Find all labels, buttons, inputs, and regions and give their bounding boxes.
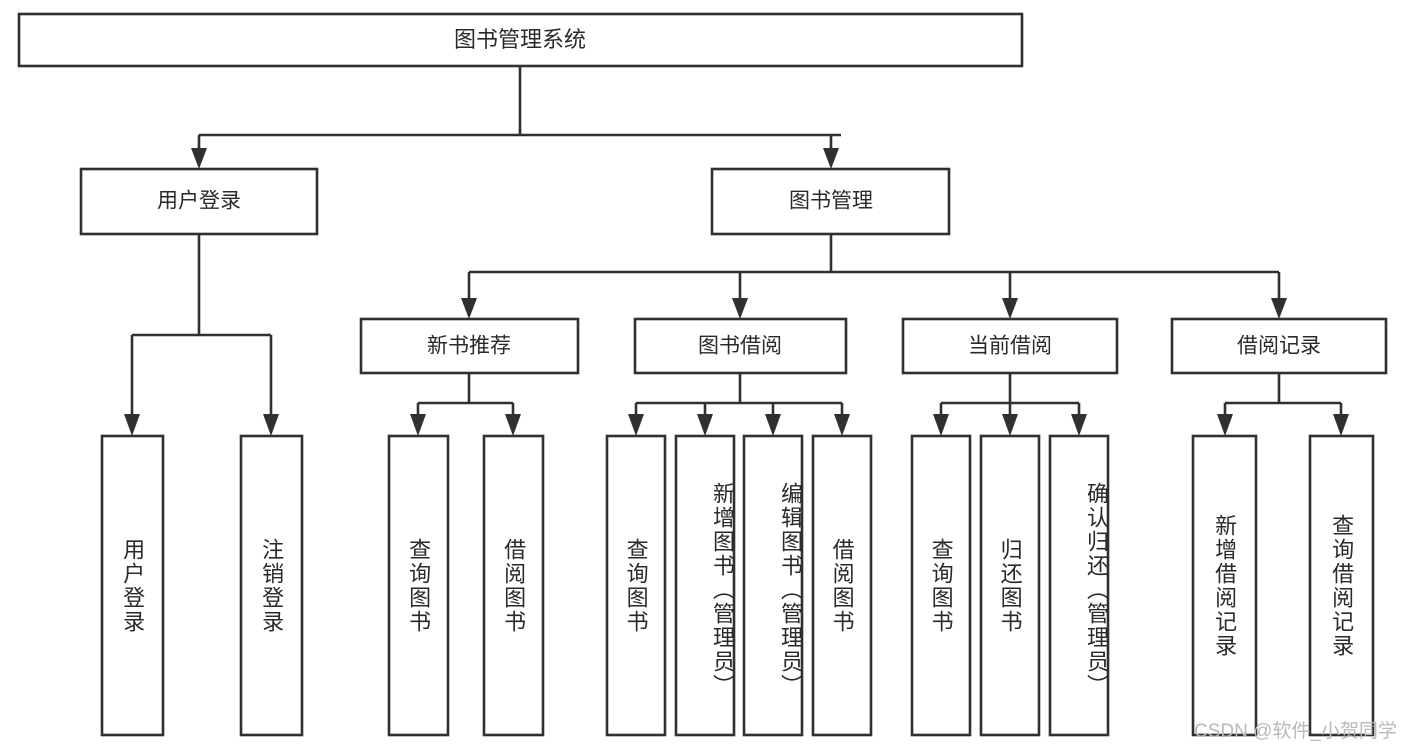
arrow-head-leaf-query-book-3 [933,414,949,436]
leaf-user-login-label: 用户登录 [120,537,146,634]
leaf-query-record-label: 查询借阅记录 [1329,513,1355,658]
leaf-query-book-3-label: 查询图书 [928,537,954,634]
arrow-head-leaf-query-record [1333,414,1349,436]
node-book-manage-box[interactable] [710,167,951,236]
node-borrow-record[interactable]: 借阅记录 [1170,317,1388,375]
node-borrow-record-label: 借阅记录 [1237,335,1321,358]
arrow-head-leaf-query-book-1 [410,414,426,436]
leaf-user-logout-label: 注销登录 [259,537,285,634]
node-user-login-box[interactable] [79,167,319,236]
connector-group-root [191,66,841,169]
leaf-confirm-return-label: 确认归还（管理员） [1084,481,1109,698]
leaf-user-login-box[interactable] [100,434,165,737]
arrow-head-current-borrow [1002,298,1018,319]
leaf-query-book-2-box[interactable] [605,434,667,737]
leaf-query-book-1-label: 查询图书 [406,537,432,634]
leaf-edit-book-label: 编辑图书（管理员） [778,481,803,698]
leaf-user-logout-box[interactable] [239,434,304,737]
leaf-add-book-box[interactable] [674,434,736,737]
node-book-manage-label: 图书管理 [789,190,873,213]
node-current-borrow-box[interactable] [901,317,1119,375]
leaf-query-book-3-box[interactable] [910,434,972,737]
leaf-add-book-label: 新增图书（管理员） [710,481,735,698]
connector-group-user-login [124,234,279,436]
arrow-head-leaf-borrow-book-2 [834,414,850,436]
node-root[interactable]: 图书管理系统 [17,12,1024,68]
leaf-borrow-book-1-label: 借阅图书 [501,537,527,634]
node-borrow-record-box[interactable] [1170,317,1388,375]
leaf-borrow-book-2-label: 借阅图书 [829,537,855,634]
node-book-borrow[interactable]: 图书借阅 [633,317,848,375]
leaf-confirm-return-box[interactable] [1048,434,1110,737]
arrow-head-leaf-return-book [1002,414,1018,436]
node-new-book-recommend-box[interactable] [359,317,580,375]
arrow-head-leaf-user-login [124,414,140,436]
node-root-box[interactable] [17,12,1024,68]
node-new-book-recommend-label: 新书推荐 [427,335,511,358]
leaf-add-record-box[interactable] [1191,434,1258,737]
connector-group-new-book-recommend [410,373,521,436]
leaf-query-record-box[interactable] [1308,434,1375,737]
leaf-boxes-group [100,434,1375,737]
watermark-text: CSDN @软件_小贺同学 [1194,721,1397,742]
node-user-login-label: 用户登录 [157,190,241,213]
arrow-head-user-login [191,148,207,169]
node-root-label: 图书管理系统 [454,27,586,52]
leaf-borrow-book-2-box[interactable] [811,434,873,737]
leaf-return-book-label: 归还图书 [997,537,1023,634]
leaf-query-book-2-label: 查询图书 [623,537,649,634]
node-book-borrow-label: 图书借阅 [698,335,782,358]
arrow-head-book-manage [823,148,839,169]
arrow-head-borrow-record [1271,298,1287,319]
leaf-query-book-1-box[interactable] [387,434,450,737]
arrow-head-leaf-edit-book [765,414,781,436]
node-user-login[interactable]: 用户登录 [79,167,319,236]
node-current-borrow-label: 当前借阅 [968,335,1052,358]
arrow-head-leaf-add-record [1217,414,1233,436]
connector-group-current-borrow [933,373,1087,436]
connector-group-book-manage [461,234,1287,319]
node-new-book-recommend[interactable]: 新书推荐 [359,317,580,375]
leaf-add-record-label: 新增借阅记录 [1212,513,1238,658]
leaf-edit-book-box[interactable] [742,434,804,737]
arrow-head-leaf-query-book-2 [628,414,644,436]
leaf-borrow-book-1-box[interactable] [482,434,545,737]
node-book-manage[interactable]: 图书管理 [710,167,951,236]
connector-group-borrow-record [1217,373,1349,436]
arrow-head-leaf-add-book [697,414,713,436]
node-book-borrow-box[interactable] [633,317,848,375]
arrow-head-new-book-recommend [461,298,477,319]
arrow-head-leaf-user-logout [263,414,279,436]
connector-group-book-borrow [628,373,850,436]
arrow-head-book-borrow [732,298,748,319]
arrow-head-leaf-borrow-book-1 [505,414,521,436]
node-current-borrow[interactable]: 当前借阅 [901,317,1119,375]
arrow-head-leaf-confirm-return [1071,414,1087,436]
leaf-return-book-box[interactable] [979,434,1041,737]
